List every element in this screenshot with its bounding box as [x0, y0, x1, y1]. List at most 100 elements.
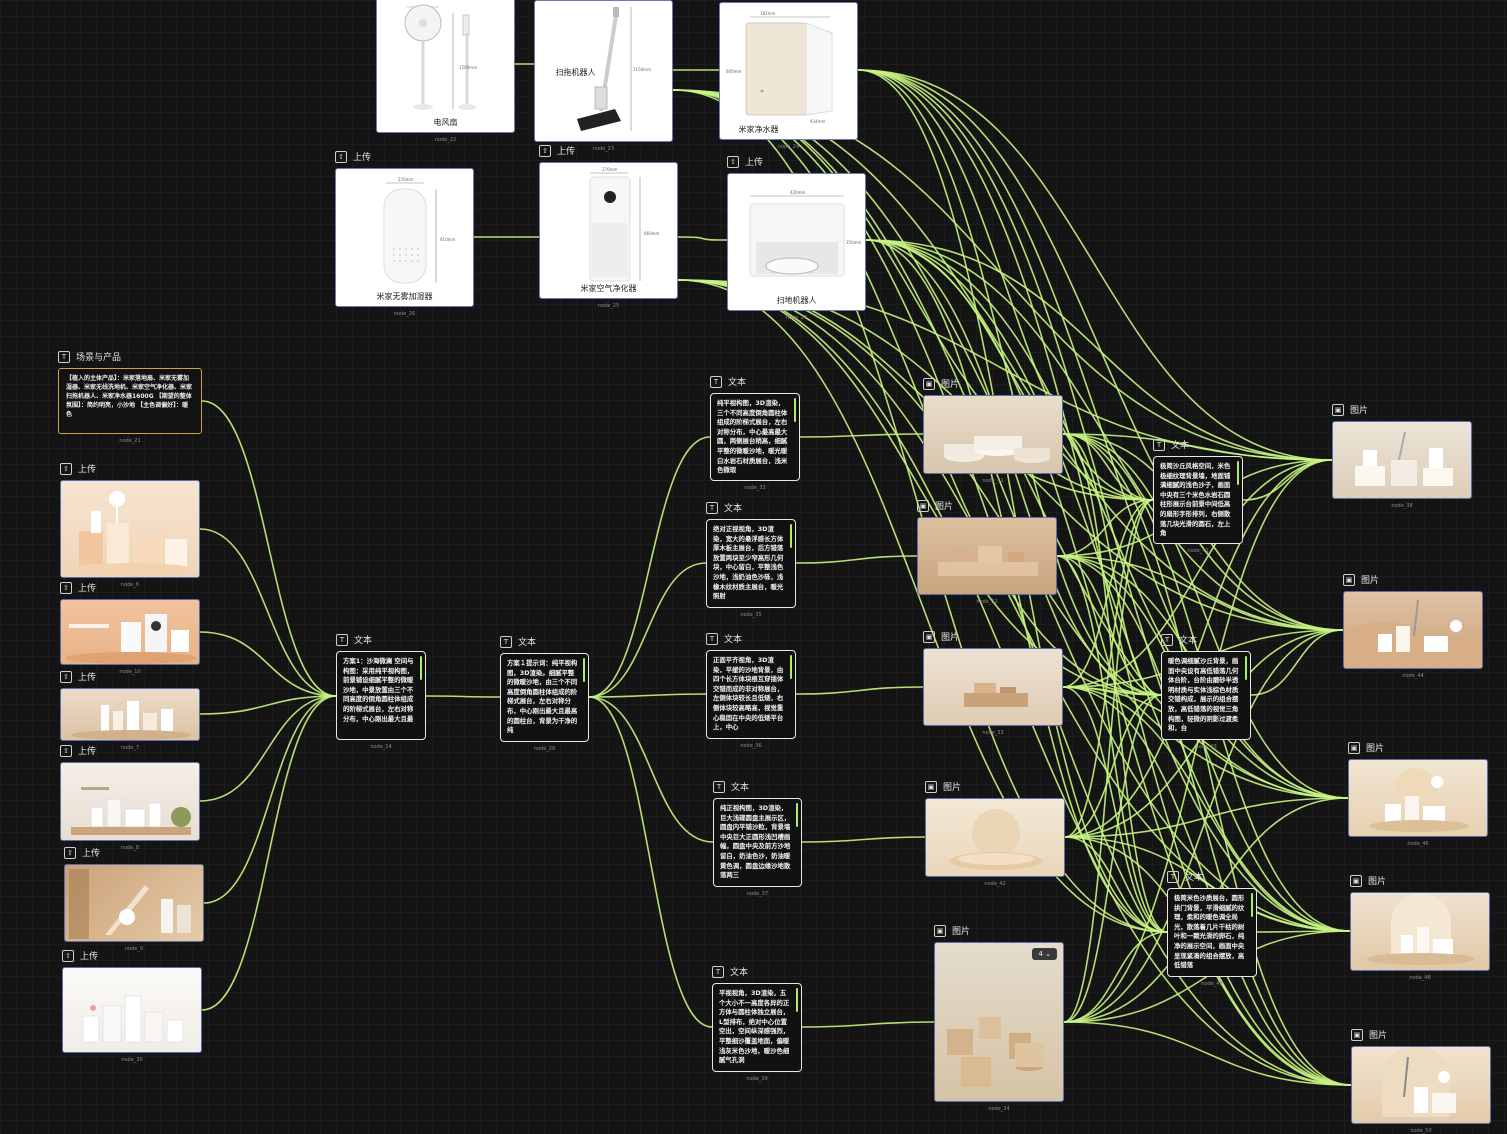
connection-edge [588, 436, 711, 698]
connection-edge [795, 686, 924, 695]
text-icon: T [706, 632, 718, 645]
svg-text:350mm: 350mm [846, 240, 862, 245]
output-image-node[interactable]: ▣图片 node_48 [1350, 874, 1490, 981]
text-icon: T [706, 501, 718, 514]
product-node-water-purifier[interactable]: 182mm 600mm 434mm 米家净水器 node_24 [719, 2, 858, 150]
node-header: ⇧上传 [60, 581, 96, 594]
product-node-air-purifier[interactable]: ⇧上传 276mm 660mm 米家空气净化器 node_25 [539, 144, 678, 309]
scrollbar[interactable] [795, 803, 798, 827]
svg-text:1500mm: 1500mm [459, 65, 477, 70]
output-image-node[interactable]: ▣图片 node_46 [1348, 741, 1488, 847]
scrollbar[interactable] [1244, 656, 1247, 680]
generated-image: 4 ⌄ [934, 942, 1064, 1102]
scrollbar[interactable] [1236, 461, 1239, 485]
node-text: 方案1：沙海微澜 空间与构图：采用纯平视构图，前景铺设细腻平整的微暖沙地，中景放… [343, 657, 414, 723]
text-icon: T [710, 375, 722, 388]
node-id: node_33 [982, 730, 1004, 736]
node-id: node_41 [1187, 548, 1209, 554]
node-id: node_38 [1391, 503, 1413, 509]
node-id: node_31 [982, 478, 1004, 484]
node-text: 纯正视构图，3D渲染，巨大浅碟圆盘主展示区，圆盘内平铺沙粒，背景墙中央巨大正圆形… [720, 804, 791, 880]
output-image-node[interactable]: ▣图片 node_38 [1332, 403, 1472, 509]
image-node[interactable]: ▣图片 4 ⌄ node_34 [934, 924, 1064, 1112]
connection-edge [857, 69, 1333, 461]
connection-edge [857, 69, 1168, 933]
water-purifier-icon: 182mm 600mm 434mm [726, 11, 833, 124]
text-icon: T [500, 635, 512, 648]
output-image [1348, 759, 1488, 837]
upload-node[interactable]: ⇧上传 node_6 [60, 462, 200, 588]
robot-vacuum-icon: 420mm 350mm [749, 190, 862, 277]
node-id: node_10 [119, 669, 141, 675]
node-id: node_39 [746, 1076, 768, 1082]
connection-edge [1256, 930, 1351, 933]
upload-icon: ⇧ [539, 144, 551, 157]
image-icon: ▣ [1351, 1028, 1363, 1041]
node-header: ▣图片 [917, 499, 953, 512]
image-icon: ▣ [1348, 741, 1360, 754]
image-icon: ▣ [1332, 403, 1344, 416]
upload-node[interactable]: ⇧上传 node_30 [62, 949, 202, 1063]
image-count-badge[interactable]: 4 ⌄ [1032, 948, 1057, 960]
image-node[interactable]: ▣图片 node_31 [923, 377, 1063, 484]
scrollbar[interactable] [789, 524, 792, 548]
product-node-robot-vacuum[interactable]: ⇧上传 420mm 350mm 扫地机器人 node_27 [727, 155, 866, 321]
image-node[interactable]: ▣图片 node_33 [923, 630, 1063, 736]
node-id: node_14 [370, 744, 392, 750]
upload-node[interactable]: ⇧上传 node_7 [60, 670, 200, 751]
connection-edge [1063, 459, 1333, 1023]
upload-node[interactable]: ⇧上传 node_10 [60, 581, 200, 675]
node-id: node_24 [777, 144, 800, 150]
node-header: ⇧上传 [60, 462, 96, 475]
connection-edge [1056, 499, 1154, 557]
node-id: node_50 [1410, 1128, 1432, 1134]
connection-edge [1064, 694, 1162, 838]
connection-edge [1062, 459, 1333, 688]
image-node[interactable]: ▣图片 node_42 [925, 780, 1065, 887]
product-node-mop[interactable]: 1150mm 扫拖机器人 node_23 [534, 0, 673, 152]
image-node[interactable]: ▣图片 node_32 [917, 499, 1057, 605]
text-icon: T [1161, 633, 1173, 646]
text-icon: T [336, 633, 348, 646]
product-node-fan[interactable]: 1500mm 电风扇 node_22 [376, 0, 515, 143]
node-id: node_33 [744, 485, 766, 491]
scrollbar[interactable] [582, 658, 585, 682]
scrollbar[interactable] [789, 655, 792, 679]
connection-edge [1062, 686, 1352, 1086]
output-image-node[interactable]: ▣图片 node_44 [1343, 573, 1483, 679]
output-image-node[interactable]: ▣图片 node_50 [1351, 1028, 1491, 1134]
upload-node[interactable]: ⇧上传 node_8 [60, 744, 200, 851]
scrollbar[interactable] [419, 656, 422, 680]
scrollbar[interactable] [1250, 893, 1253, 917]
image-icon: ▣ [934, 924, 946, 937]
node-text: 暖色调细腻沙丘背景，画面中央设有高低错落几何体台阶，台阶由磨砂半透明材质与实体浅… [1168, 657, 1239, 733]
product-caption: 米家无雾加湿器 [376, 292, 433, 301]
upload-node[interactable]: ⇧上传 node_9 [64, 846, 204, 952]
connection-edge [199, 631, 337, 697]
scene-text: 【植入的主体产品】：米家落地扇、米家无雾加湿器、米家无线洗地机、米家空气净化器、… [66, 375, 193, 418]
connection-edge [1064, 459, 1333, 838]
upload-icon: ⇧ [727, 155, 739, 168]
scrollbar[interactable] [795, 988, 798, 1012]
scrollbar[interactable] [793, 398, 796, 422]
connection-edge [1063, 499, 1154, 1023]
connection-edge [677, 279, 1168, 933]
connection-edge [1063, 629, 1344, 1023]
svg-text:276mm: 276mm [602, 167, 618, 172]
product-node-humidifier[interactable]: ⇧上传 270mm 610mm 米家无雾加湿器 node_26 [335, 150, 474, 317]
connection-edge [588, 693, 707, 698]
product-caption: 扫地机器人 [776, 296, 817, 305]
